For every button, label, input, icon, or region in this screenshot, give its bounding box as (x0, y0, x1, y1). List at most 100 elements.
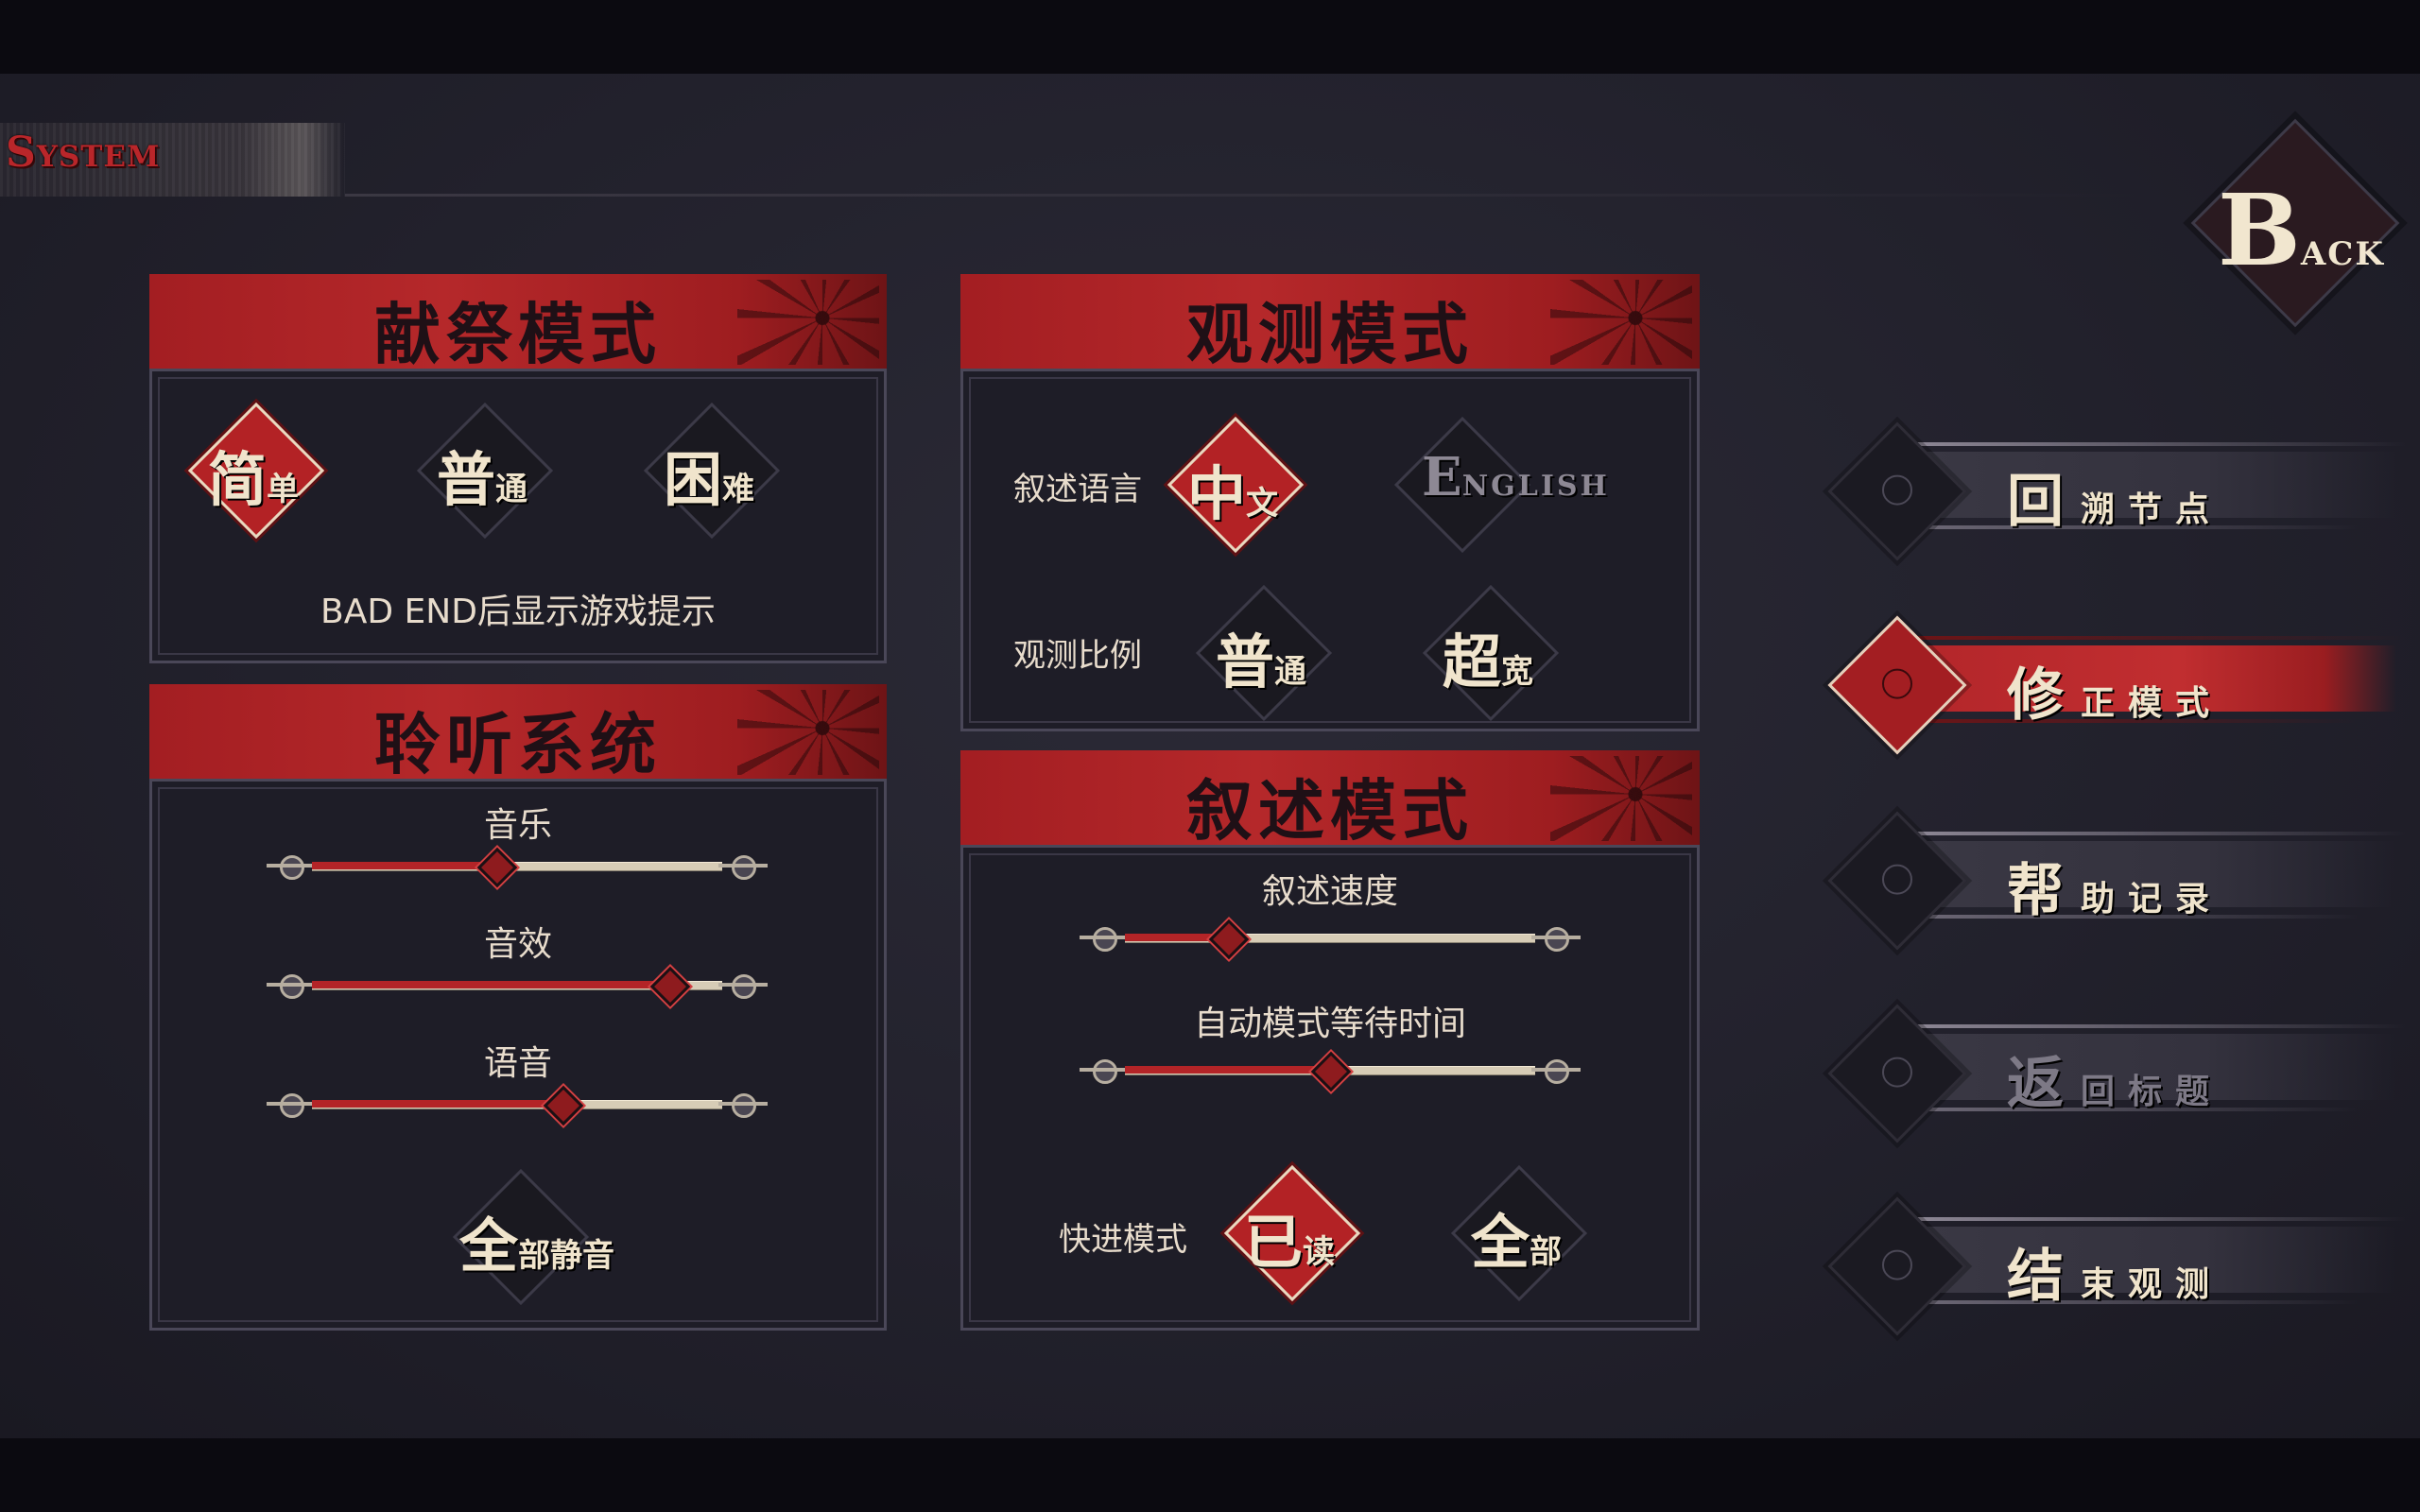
option-small-char: 部 (1530, 1233, 1562, 1271)
option-small-char: NGLISH (1461, 470, 1610, 503)
panel-title: 叙述模式 (1186, 771, 1474, 850)
menu-item-end-observation[interactable]: 结束观测 (1827, 1191, 2406, 1336)
voice-volume-slider[interactable] (267, 1085, 768, 1126)
menu-big-char: 帮 (2007, 858, 2064, 924)
panel-header: 献祭模式 (149, 274, 887, 373)
option-big-char: 已 (1243, 1208, 1303, 1277)
panel-header: 聆听系统 (149, 684, 887, 783)
option-small-char: 宽 (1501, 653, 1533, 691)
language-label: 叙述语言 (1013, 471, 1142, 508)
language-english-button[interactable]: ENGLISH (1384, 406, 1607, 558)
slider-end-ornament (718, 852, 768, 880)
language-chinese-button[interactable]: 中文 (1157, 406, 1308, 558)
slider-fill (312, 981, 669, 988)
option-big-char: 普 (436, 445, 495, 514)
letterbox-bottom (0, 1438, 2420, 1512)
letterbox-top (0, 0, 2420, 74)
option-big-char: 全 (1470, 1208, 1530, 1277)
skip-all-button[interactable]: 全部 (1441, 1155, 1592, 1306)
slider-knob[interactable] (649, 966, 690, 1007)
auto-wait-slider[interactable] (1080, 1051, 1581, 1092)
panel-header: 观测模式 (960, 274, 1700, 373)
sfx-volume-slider[interactable] (267, 966, 768, 1007)
narration-panel: 叙述模式 叙述速度 自动模式等待时间 快进模式 已读 全部 (960, 750, 1700, 1331)
menu-item-checkpoint[interactable]: 回溯节点 (1827, 416, 2406, 561)
menu-small-chars: 回标题 (2081, 1073, 2223, 1111)
slider-end-ornament (1080, 1057, 1129, 1084)
text-speed-label: 叙述速度 (1261, 872, 1398, 911)
option-big-char: 全 (458, 1211, 518, 1280)
option-small-char: 通 (495, 471, 527, 508)
option-big-char: E (1422, 446, 1462, 508)
option-big-char: 中 (1186, 459, 1246, 528)
mute-all-button[interactable]: 全部静音 (442, 1159, 614, 1310)
header-divider (345, 194, 2141, 197)
menu-small-chars: 溯节点 (2081, 490, 2223, 529)
option-small-char: 通 (1274, 653, 1306, 691)
auto-wait-label: 自动模式等待时间 (1193, 1005, 1466, 1043)
option-big-char: 普 (1215, 627, 1274, 696)
sacrifice-mode-panel: 献祭模式 简单 普通 困难 BAD END后显示游戏提示 (149, 274, 887, 663)
menu-item-help-log[interactable]: 帮助记录 (1827, 805, 2406, 951)
option-big-char: 简 (207, 445, 267, 514)
menu-item-return-title[interactable]: 返回标题 (1827, 998, 2406, 1143)
menu-item-correction-mode[interactable]: 修正模式 (1827, 610, 2406, 755)
slider-end-ornament (718, 1091, 768, 1118)
difficulty-normal-button[interactable]: 普通 (406, 392, 558, 543)
menu-band (1905, 1217, 2406, 1304)
panel-title: 聆听系统 (374, 705, 662, 783)
slider-fill (312, 862, 497, 869)
slider-knob[interactable] (543, 1085, 583, 1126)
slider-fill (312, 1100, 562, 1108)
slider-end-ornament (1080, 924, 1129, 952)
menu-big-char: 结 (2007, 1244, 2064, 1310)
difficulty-hard-button[interactable]: 困难 (633, 392, 785, 543)
ratio-normal-button[interactable]: 普通 (1185, 575, 1337, 726)
option-small-char: 难 (722, 471, 754, 508)
menu-band (1905, 1024, 2406, 1111)
menu-small-chars: 助记录 (2081, 880, 2223, 919)
menu-band (1905, 832, 2406, 919)
ratio-wide-button[interactable]: 超宽 (1412, 575, 1564, 726)
slider-knob[interactable] (477, 847, 518, 888)
skip-mode-label: 快进模式 (1059, 1221, 1187, 1259)
menu-band (1905, 636, 2406, 723)
text-speed-slider[interactable] (1080, 919, 1581, 960)
music-label: 音乐 (483, 806, 552, 845)
option-small-char: 单 (267, 471, 299, 508)
slider-fill (1125, 1066, 1330, 1074)
back-initial: B (2218, 172, 2301, 288)
music-volume-slider[interactable] (267, 847, 768, 888)
panel-body (960, 369, 1700, 731)
menu-small-chars: 束观测 (2081, 1265, 2223, 1304)
slider-fill (1125, 934, 1228, 941)
menu-small-chars: 正模式 (2081, 684, 2223, 723)
slider-end-ornament (267, 852, 316, 880)
menu-band (1905, 442, 2406, 529)
observe-mode-panel: 观测模式 叙述语言 中文 ENGLISH 观测比例 普通 超宽 (960, 274, 1700, 731)
skip-read-button[interactable]: 已读 (1214, 1155, 1365, 1306)
option-small-char: 读 (1303, 1233, 1335, 1271)
slider-end-ornament (267, 1091, 316, 1118)
menu-big-char: 回 (2007, 469, 2064, 535)
slider-end-ornament (1531, 924, 1581, 952)
slider-end-ornament (267, 971, 316, 999)
option-small-char: 文 (1246, 485, 1278, 523)
slider-knob[interactable] (1208, 919, 1249, 960)
option-big-char: 超 (1442, 627, 1501, 696)
menu-big-char: 修 (2007, 662, 2064, 729)
ratio-label: 观测比例 (1013, 637, 1142, 675)
panel-header: 叙述模式 (960, 750, 1700, 850)
bad-end-hint-toggle[interactable]: BAD END后显示游戏提示 (320, 593, 716, 631)
system-tab-banner (0, 123, 345, 197)
slider-track (1125, 934, 1535, 943)
panel-title: 观测模式 (1186, 295, 1474, 373)
slider-knob[interactable] (1310, 1051, 1352, 1092)
slider-end-ornament (718, 971, 768, 999)
audio-panel: 聆听系统 音乐 音效 语音 全部静音 (149, 684, 887, 1331)
option-small-char: 部静音 (518, 1237, 614, 1275)
difficulty-easy-button[interactable]: 简单 (178, 392, 329, 543)
option-big-char: 困 (663, 445, 722, 514)
voice-label: 语音 (483, 1044, 552, 1083)
back-button[interactable]: BACK (2184, 112, 2401, 329)
